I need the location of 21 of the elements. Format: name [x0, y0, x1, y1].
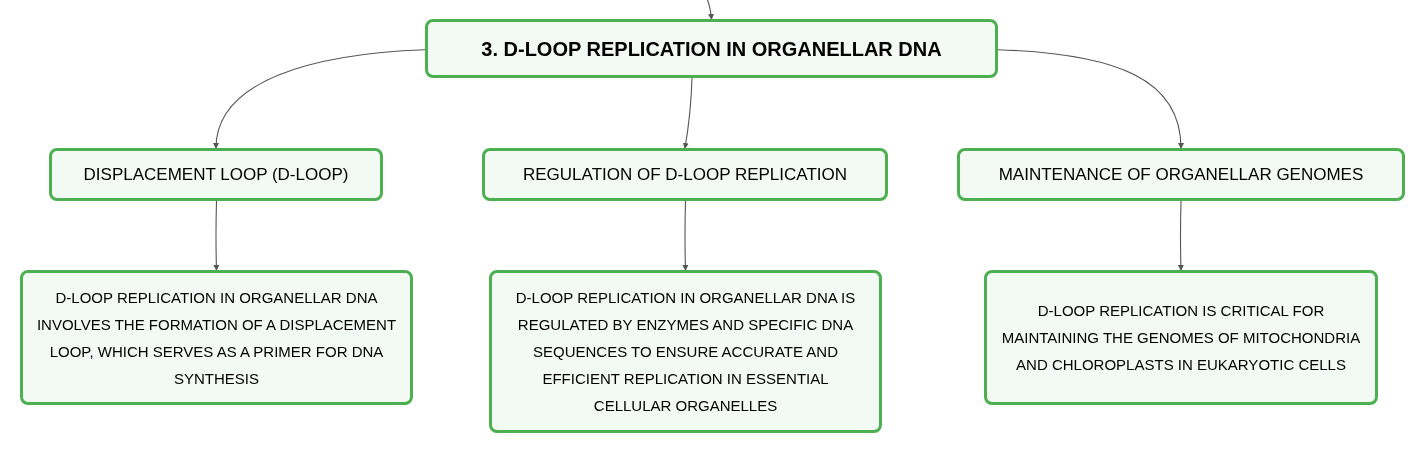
arrow	[997, 49, 1184, 149]
arrow	[213, 200, 220, 271]
title-box	[425, 19, 998, 78]
description-text: D-LOOP REPLICATION IN ORGANELLAR DNA IS REGULATED BY ENZYMES AND SPECIFIC DNA SEQUENCES TO ENSURE ACCURATE AND EFFICIENT REPLICATION IN ESSENTIAL CELLULAR ORGANELLES	[514, 288, 857, 416]
description-box	[20, 270, 413, 405]
description-box	[984, 270, 1378, 405]
topic-text: MAINTENANCE OF ORGANELLAR GENOMES	[998, 163, 1364, 186]
title-text: 3. D-LOOP REPLICATION IN ORGANELLAR DNA	[481, 36, 942, 62]
arrow	[682, 200, 689, 271]
topic-box	[957, 148, 1405, 201]
topic-text: DISPLACEMENT LOOP (D-LOOP)	[83, 163, 349, 186]
topic-text: REGULATION OF D-LOOP REPLICATION	[523, 163, 847, 186]
description-text: D-LOOP REPLICATION IN ORGANELLAR DNA INVOLVES THE FORMATION OF A DISPLACEMENT LOOP, WHICH SERVES AS A PRIMER FOR DNA SYNTHESIS	[35, 287, 398, 389]
arrow	[706, 0, 714, 20]
description-box	[489, 270, 882, 433]
arrow	[213, 49, 426, 149]
topic-box	[49, 148, 383, 201]
topic-box	[482, 148, 888, 201]
arrow	[1177, 200, 1184, 271]
arrow	[682, 77, 693, 149]
description-text: D-LOOP REPLICATION IS CRITICAL FOR MAINTAINING THE GENOMES OF MITOCHONDRIA AND CHLOROPLASTS IN EUKARYOTIC CELLS	[1000, 301, 1362, 375]
